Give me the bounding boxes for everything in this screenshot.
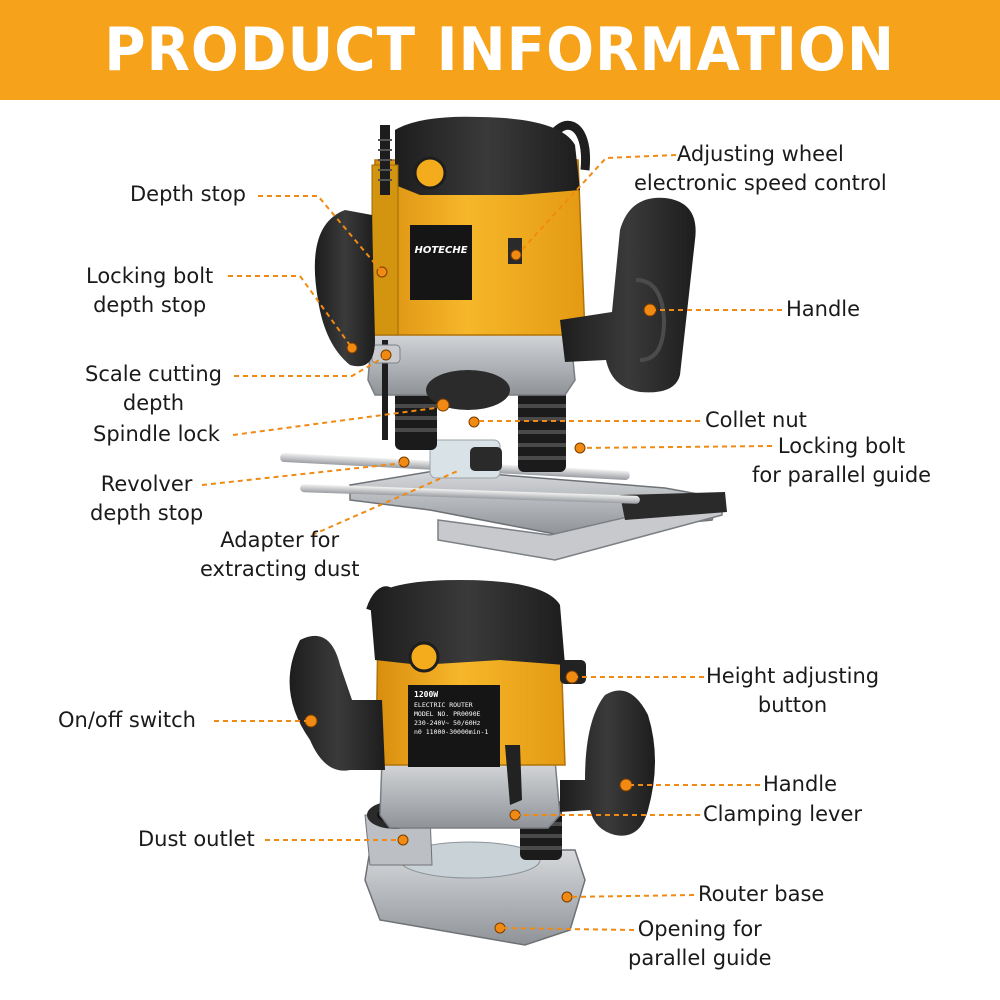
depth-scale-rod	[382, 340, 388, 440]
nameplate-panel	[410, 225, 472, 300]
callout-text: Router base	[698, 882, 825, 906]
leader-scale-cutting-depth	[234, 355, 387, 377]
leader-router-base	[566, 894, 695, 898]
callout-locking-bolt-parallel-guide: Locking bolt for parallel guide	[752, 432, 931, 490]
brand-logo-text: HOTECHE	[414, 245, 467, 256]
svg-text:n0 11000-30000min-1: n0 11000-30000min-1	[414, 728, 488, 736]
callout-text: Handle	[786, 297, 861, 321]
callout-text: Height adjusting	[706, 664, 880, 688]
leader-adjusting-wheel	[516, 154, 677, 256]
callout-text: Locking bolt	[777, 434, 906, 458]
handle-bottom-right	[560, 690, 655, 836]
banner-title: PRODUCT INFORMATION	[104, 15, 896, 85]
router-bottom-illustration: 1200W ELECTRIC ROUTER MODEL NO. PR0090E …	[289, 580, 655, 946]
callout-text: On/off switch	[58, 708, 196, 732]
speed-wheel-icon	[408, 641, 440, 673]
callout-text: Spindle lock	[93, 422, 220, 446]
leader-opening-parallel-guide	[499, 927, 635, 931]
callout-text: depth stop	[93, 293, 207, 317]
callout-text: Adapter for	[220, 528, 340, 552]
leader-lines	[201, 154, 782, 931]
callout-text: depth	[122, 391, 185, 415]
dust-adapter-knob	[470, 447, 502, 471]
callout-text: depth stop	[90, 501, 204, 525]
callout-text: Dust outlet	[138, 827, 255, 851]
callout-collet-nut: Collet nut	[705, 406, 807, 435]
callout-text: Collet nut	[705, 408, 807, 432]
callout-text: Locking bolt	[86, 264, 214, 288]
callout-locking-bolt-depth-stop: Locking bolt depth stop	[86, 262, 213, 320]
callout-text: Depth stop	[130, 182, 246, 206]
callout-on-off-switch: On/off switch	[58, 706, 196, 735]
motor-housing-metal	[379, 759, 561, 829]
leader-revolver-depth-stop	[201, 462, 405, 486]
motor-top-cap	[370, 580, 565, 665]
callout-router-base: Router base	[698, 880, 824, 909]
callout-revolver-depth-stop: Revolver depth stop	[90, 470, 203, 528]
speed-wheel-icon	[413, 156, 447, 190]
spec-nameplate-text: 1200W ELECTRIC ROUTER MODEL NO. PR0090E …	[414, 690, 488, 736]
svg-text:MODEL NO. PR0090E: MODEL NO. PR0090E	[414, 710, 481, 718]
callout-opening-parallel-guide: Opening for parallel guide	[628, 915, 772, 973]
callout-depth-stop: Depth stop	[130, 180, 246, 209]
handle-bottom-left	[289, 635, 385, 771]
callout-adapter-extracting-dust: Adapter for extracting dust	[200, 526, 359, 584]
callout-handle-bottom: Handle	[763, 770, 837, 799]
callout-adjusting-wheel: Adjusting wheel electronic speed control	[634, 140, 887, 198]
callout-clamping-lever: Clamping lever	[703, 800, 862, 829]
callout-scale-cutting-depth: Scale cutting depth	[85, 360, 222, 418]
callout-handle-top: Handle	[786, 295, 860, 324]
leader-locking-bolt-depth-stop	[228, 275, 353, 349]
clamping-lever-shape	[505, 745, 522, 805]
callout-text: button	[757, 693, 828, 717]
header-banner: PRODUCT INFORMATION	[0, 0, 1000, 100]
guide-rod	[300, 484, 640, 504]
callout-text: parallel guide	[628, 946, 772, 970]
callout-text: extracting dust	[200, 557, 360, 581]
callout-text: Scale cutting	[85, 362, 222, 386]
callout-text: Clamping lever	[703, 802, 863, 826]
callout-text: Handle	[763, 772, 838, 796]
leader-locking-bolt-parallel-guide	[579, 445, 773, 449]
parallel-guide-fence	[437, 494, 723, 561]
callout-text: for parallel guide	[752, 463, 932, 487]
callout-text: electronic speed control	[634, 171, 887, 195]
callout-height-adjusting-button: Height adjusting button	[706, 662, 879, 720]
callout-text: Adjusting wheel	[676, 142, 844, 166]
leader-depth-stop	[258, 195, 383, 273]
svg-text:ELECTRIC ROUTER: ELECTRIC ROUTER	[414, 701, 473, 709]
svg-text:1200W: 1200W	[414, 690, 438, 699]
callout-spindle-lock: Spindle lock	[93, 420, 220, 449]
guide-end-block	[620, 492, 727, 520]
callout-markers-bottom	[304, 670, 633, 934]
spec-nameplate	[408, 685, 500, 767]
callout-text: Revolver	[100, 472, 193, 496]
svg-text:230-240V~ 50/60Hz: 230-240V~ 50/60Hz	[414, 719, 481, 727]
callout-dust-outlet: Dust outlet	[138, 825, 255, 854]
callout-text: Opening for	[637, 917, 762, 941]
handle-left	[314, 210, 375, 367]
router-top-illustration: HOTECHE	[280, 116, 727, 561]
